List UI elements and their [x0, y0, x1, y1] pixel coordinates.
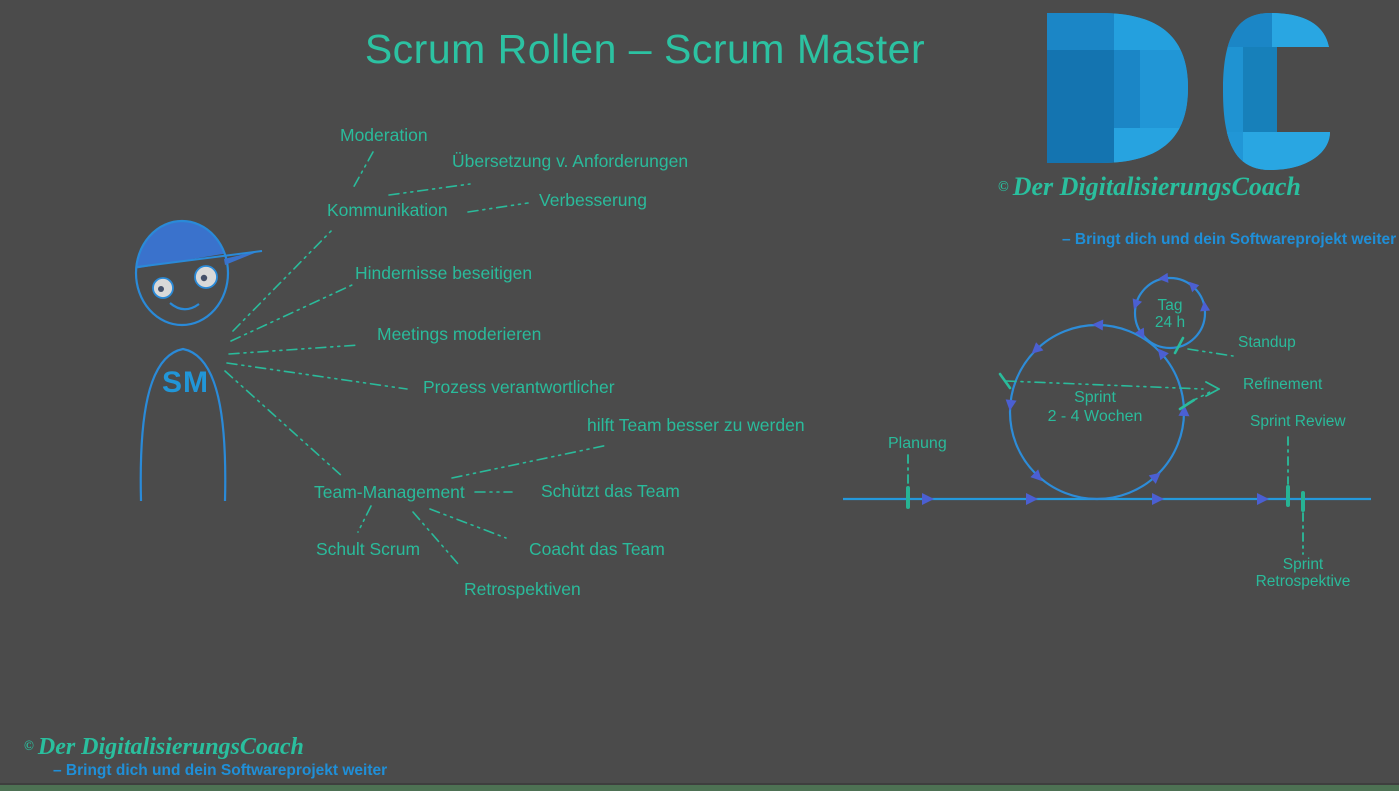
mindmap-node-hindernisse: Hindernisse beseitigen — [355, 263, 533, 283]
mindmap-node-verbesserung: Verbesserung — [539, 190, 647, 210]
right-pupil — [200, 274, 208, 282]
day-title: Tag — [1157, 297, 1183, 314]
figure-label: SM — [162, 366, 209, 399]
copyright-symbol-top: © — [998, 179, 1009, 195]
cap-edge — [136, 250, 263, 268]
mindmap-node-schult-scrum: Schult Scrum — [316, 539, 421, 559]
mindmap-lines — [224, 151, 609, 566]
copyright-symbol-bottom: © — [24, 738, 34, 753]
scrum-master-figure: SM — [134, 219, 263, 502]
brand-tagline-bottom: – Bringt dich und dein Softwareprojekt w… — [53, 762, 388, 779]
bottom-divider — [0, 783, 1399, 785]
mindmap-node-prozess: Prozess verantwortlicher — [423, 377, 615, 397]
event-sprint-retrospektive: Sprint Retrospektive — [1240, 556, 1366, 590]
smile — [169, 302, 200, 311]
mindmap-node-uebersetzung: Übersetzung v. Anforderungen — [452, 151, 689, 171]
mindmap-node-moderation: Moderation — [340, 125, 428, 145]
sprint-circle-label: Sprint 2 - 4 Wochen — [1035, 388, 1155, 426]
day-circle — [1133, 276, 1207, 350]
day-duration: 24 h — [1154, 314, 1186, 331]
page-title: Scrum Rollen – Scrum Master — [364, 26, 926, 72]
sprint-duration: 2 - 4 Wochen — [1047, 408, 1143, 425]
event-refinement: Refinement — [1243, 376, 1323, 393]
event-sprint-review: Sprint Review — [1250, 413, 1346, 430]
brand-tagline-top: – Bringt dich und dein Softwareprojekt w… — [1062, 231, 1397, 248]
sprint-retro-line1: Sprint — [1282, 556, 1324, 573]
body — [139, 347, 227, 502]
mindmap-node-retrospektiven: Retrospektiven — [464, 579, 581, 599]
mindmap-node-hilft-team: hilft Team besser zu werden — [587, 415, 805, 435]
left-pupil — [158, 286, 164, 292]
brand-name-top-text: Der DigitalisierungsCoach — [1012, 172, 1301, 201]
day-circle-arrows — [1132, 272, 1211, 339]
mindmap-node-coacht: Coacht das Team — [529, 539, 665, 559]
event-leaders — [906, 336, 1305, 555]
sprint-diagram — [843, 272, 1371, 555]
day-circle-label: Tag 24 h — [1140, 297, 1200, 331]
timeline-arrows — [922, 493, 1269, 505]
brand-name-bottom-text: Der DigitalisierungsCoach — [37, 734, 304, 760]
brand-name-bottom: ©Der DigitalisierungsCoach — [24, 734, 304, 761]
head — [134, 219, 230, 327]
sprint-title: Sprint — [1074, 389, 1116, 406]
brand-name-top: ©Der DigitalisierungsCoach — [998, 172, 1301, 202]
event-standup: Standup — [1238, 334, 1296, 351]
event-planung: Planung — [888, 435, 947, 452]
mindmap-node-kommunikation: Kommunikation — [327, 200, 448, 220]
bottom-accent-bar — [0, 785, 1399, 791]
mindmap-node-meetings: Meetings moderieren — [377, 324, 542, 344]
mindmap-node-schuetzt: Schützt das Team — [541, 481, 680, 501]
mindmap-node-teammanagement: Team-Management — [314, 482, 465, 502]
sprint-retro-line2: Retrospektive — [1255, 573, 1351, 590]
cap-brim — [224, 250, 262, 265]
